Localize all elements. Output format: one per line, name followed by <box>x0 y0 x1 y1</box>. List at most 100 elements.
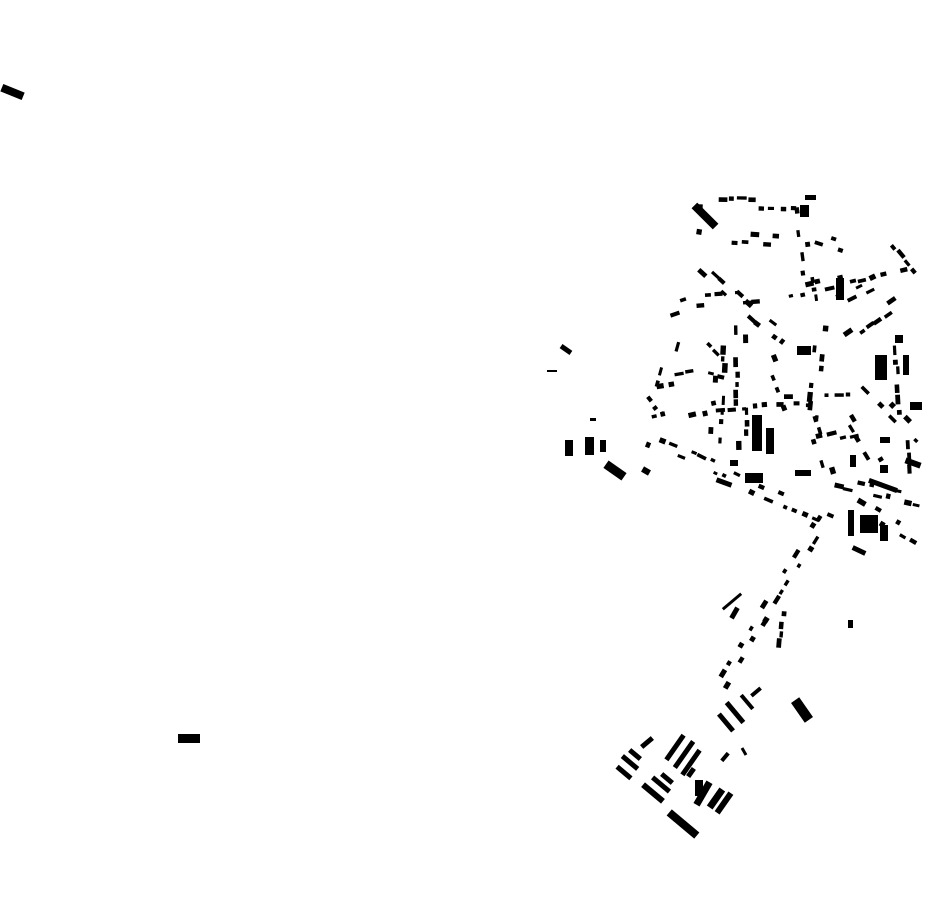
building <box>801 510 809 518</box>
building <box>804 241 811 248</box>
building <box>781 568 788 574</box>
building <box>559 344 573 355</box>
building <box>872 493 883 499</box>
building <box>686 766 696 779</box>
building <box>720 410 724 415</box>
building <box>849 278 857 284</box>
building <box>857 480 866 487</box>
building <box>669 310 681 318</box>
building <box>839 435 847 440</box>
building <box>717 712 735 733</box>
building <box>872 316 883 326</box>
building <box>822 325 829 332</box>
building <box>895 394 901 405</box>
building <box>656 382 665 390</box>
building <box>847 424 856 434</box>
building <box>722 680 732 690</box>
building <box>904 457 922 469</box>
buildings-layer <box>0 83 922 839</box>
building <box>721 395 726 406</box>
building <box>710 270 720 280</box>
building <box>814 278 821 285</box>
building <box>679 297 687 303</box>
building <box>709 222 715 227</box>
building <box>895 519 902 526</box>
building <box>880 525 888 541</box>
building <box>887 414 897 424</box>
building <box>875 355 887 380</box>
building <box>706 787 726 810</box>
building <box>834 393 844 397</box>
building <box>761 401 768 408</box>
building <box>800 292 806 298</box>
building <box>736 440 742 450</box>
building <box>814 294 819 302</box>
building <box>855 283 863 290</box>
building <box>691 450 698 456</box>
building <box>727 407 737 413</box>
building <box>857 277 867 284</box>
building <box>711 348 720 357</box>
building <box>796 229 801 238</box>
building <box>178 734 200 743</box>
building <box>743 334 749 344</box>
building <box>772 233 780 239</box>
building <box>677 453 686 460</box>
building <box>778 338 786 345</box>
building <box>883 310 893 319</box>
building <box>837 274 844 280</box>
building <box>907 452 912 461</box>
building <box>664 733 686 762</box>
building <box>668 381 675 388</box>
building <box>895 489 902 494</box>
building <box>718 419 724 425</box>
building <box>760 618 769 628</box>
building <box>896 366 900 375</box>
building <box>894 384 900 394</box>
building <box>869 482 875 488</box>
building <box>892 359 898 365</box>
building <box>896 248 906 259</box>
building <box>716 374 725 380</box>
building <box>733 399 739 406</box>
building <box>886 296 897 306</box>
building <box>704 292 712 298</box>
building <box>885 493 891 500</box>
building <box>792 548 801 559</box>
building <box>824 393 829 397</box>
building <box>800 252 805 262</box>
building <box>877 456 884 463</box>
building <box>809 521 817 529</box>
building <box>856 497 867 507</box>
building <box>878 520 886 528</box>
building <box>763 496 774 504</box>
building <box>899 266 908 273</box>
building <box>696 303 705 308</box>
building <box>737 656 745 664</box>
building <box>912 502 920 508</box>
building <box>851 545 867 556</box>
building <box>842 327 854 338</box>
building <box>757 483 766 491</box>
building <box>746 314 757 324</box>
building <box>830 236 837 242</box>
building <box>811 287 817 292</box>
building <box>715 477 733 488</box>
building <box>814 240 824 247</box>
building <box>739 693 755 711</box>
building <box>896 409 902 415</box>
building <box>819 459 825 469</box>
building <box>733 389 739 399</box>
building <box>784 394 793 399</box>
building <box>909 537 918 545</box>
building <box>718 437 722 444</box>
building <box>780 404 788 412</box>
building <box>733 471 741 478</box>
building <box>721 472 727 479</box>
building <box>846 294 858 303</box>
building <box>793 401 800 406</box>
building <box>759 599 769 610</box>
building <box>815 432 823 439</box>
building <box>720 345 727 355</box>
building <box>684 368 694 374</box>
